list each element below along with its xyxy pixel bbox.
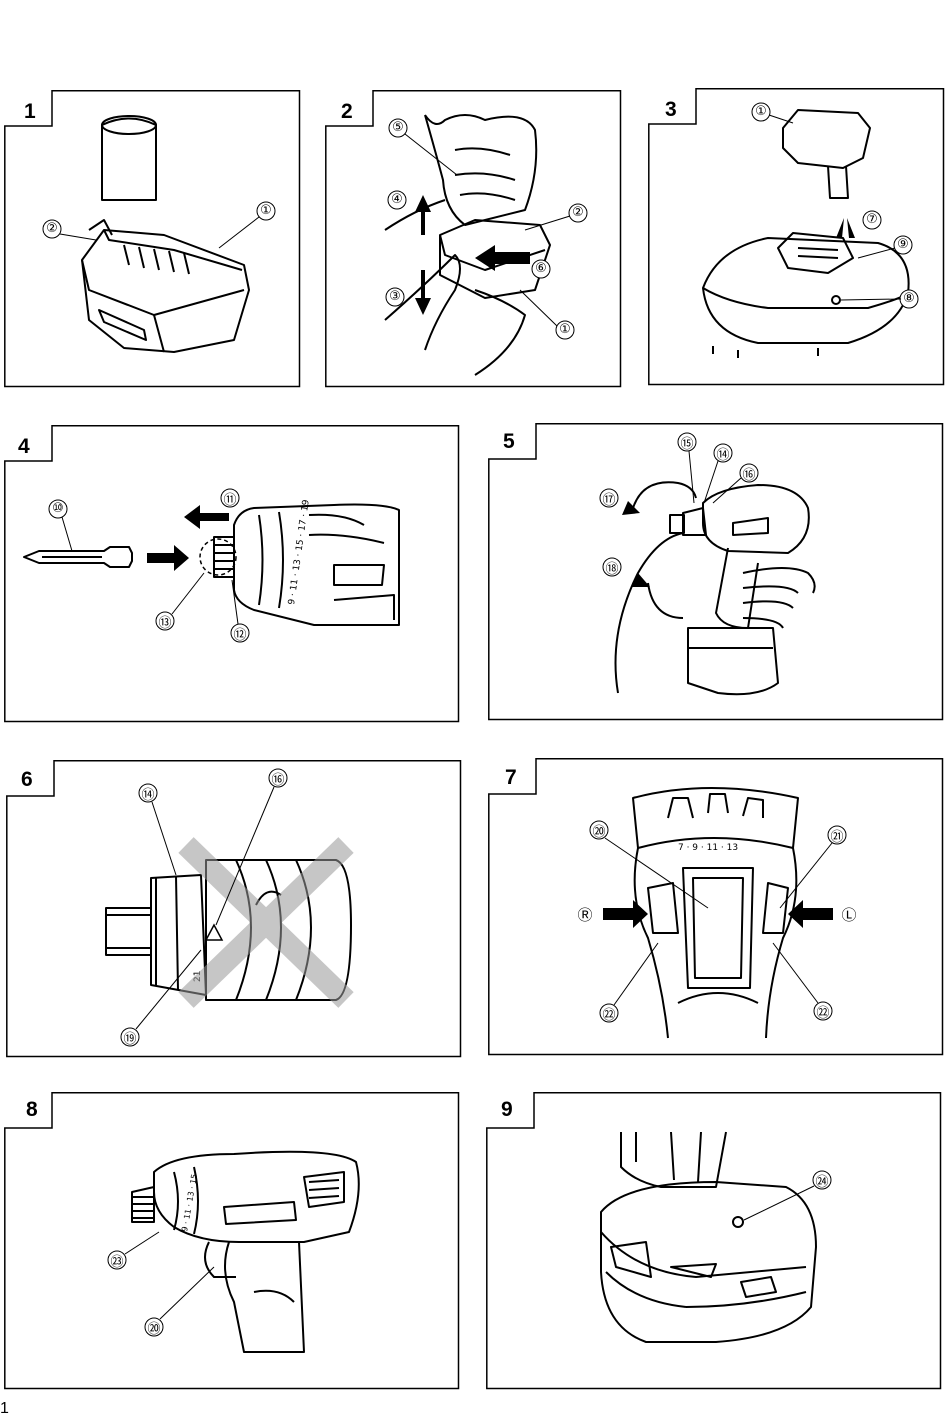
callout-17: ⑰ [602,492,616,507]
panel-number: 1 [24,100,36,123]
callout-22-left: ㉒ [602,1007,616,1022]
callout-group [385,118,588,340]
callout-15: ⑮ [680,436,694,451]
panel-frame [4,425,460,723]
callout-1: ① [755,103,767,118]
panel-frame [4,1092,460,1390]
callout-21: ㉑ [830,829,844,844]
callout-10: ⑩ [52,500,64,515]
callout-23: ㉓ [110,1254,124,1269]
callout-12: ⑫ [233,627,247,642]
panel-8: 8 9 · 11 · 13 · 15 ㉓ ⑳ [4,1092,460,1390]
callout-24: ㉔ [815,1174,829,1189]
callout-7: ⑦ [866,211,878,226]
torque-setting-illustration [599,432,816,696]
panel-number: 4 [18,435,30,458]
charger-illustration [702,102,919,358]
callout-16: ⑯ [742,467,756,482]
panel-number: 7 [505,766,517,789]
wrong-setting-illustration: 21 [105,768,354,1047]
callout-l-symbol: Ⓛ [841,907,857,924]
callout-r-symbol: Ⓡ [577,907,593,924]
page-number: 1 [0,1400,9,1417]
callout-9: ⑨ [897,236,909,251]
panel-7: 7 7 · 9 · 11 · 13 ⑳ ㉑ [488,758,944,1056]
callout-group [120,768,288,1047]
callout-11: ⑪ [223,492,237,507]
bit-insertion-illustration: 9 · 11 · 13 · 15 · 17 · 19 [23,488,400,643]
panel-number: 5 [503,430,515,453]
panel-frame [488,758,944,1056]
panel-number: 8 [26,1098,38,1121]
panel-frame [488,423,944,721]
panel-frame [325,90,622,388]
callout-5: ⑤ [392,119,404,134]
callout-22-right: ㉒ [816,1005,830,1020]
callout-18: ⑱ [605,561,619,576]
callout-2: ② [572,204,584,219]
dial-scale-text: 9 · 11 · 13 · 15 · 17 · 19 [287,499,312,606]
panel-frame [6,760,462,1058]
callout-8: ⑧ [903,290,915,305]
panel-frame [486,1092,942,1390]
panel-1: 1 ① ② [4,90,301,388]
impact-driver-illustration: 9 · 11 · 13 · 15 [107,1150,360,1353]
callout-group [599,432,759,577]
panel-4: 4 9 · 11 · 13 · 15 · 17 · 19 ⑩ ⑪ [4,425,460,723]
callout-group [589,820,847,1023]
panel-number: 2 [341,100,353,123]
panel-3: 3 ① ⑦ ⑨ ⑧ [648,88,945,386]
callout-group [743,1170,832,1221]
callout-20: ⑳ [147,1321,161,1336]
callout-group [42,201,276,249]
panel-number: 3 [665,98,677,121]
callout-19: ⑲ [123,1031,137,1046]
callout-3: ③ [389,288,401,303]
direction-switch-illustration: 7 · 9 · 11 · 13 [589,787,847,1039]
callout-6: ⑥ [535,260,547,275]
panel-frame [648,88,945,386]
callout-2: ② [46,220,58,235]
battery-pack-illustration [42,115,276,353]
callout-1: ① [559,321,571,336]
callout-13: ⑬ [158,615,172,630]
callout-group [751,102,919,309]
callout-group [107,1231,215,1337]
panel-number: 9 [501,1098,513,1121]
panel-number: 6 [21,768,33,791]
panel-frame [4,90,301,388]
panel-6: 6 21 ⑭ ⑯ ⑲ [6,760,462,1058]
callout-20: ⑳ [592,824,606,839]
battery-base-illustration [600,1131,832,1343]
callout-16: ⑯ [271,772,285,787]
callout-4: ④ [391,191,403,206]
callout-1: ① [260,202,272,217]
dial-scale-text: 7 · 9 · 11 · 13 [678,843,738,853]
panel-9: 9 ㉔ [486,1092,942,1390]
callout-group [48,488,250,643]
battery-removal-illustration [384,114,588,376]
panel-5: 5 [488,423,944,721]
panel-2: 2 ⑤ ④ ② ⑥ ③ ① [325,90,622,388]
callout-14: ⑭ [716,447,730,462]
callout-14: ⑭ [141,787,155,802]
